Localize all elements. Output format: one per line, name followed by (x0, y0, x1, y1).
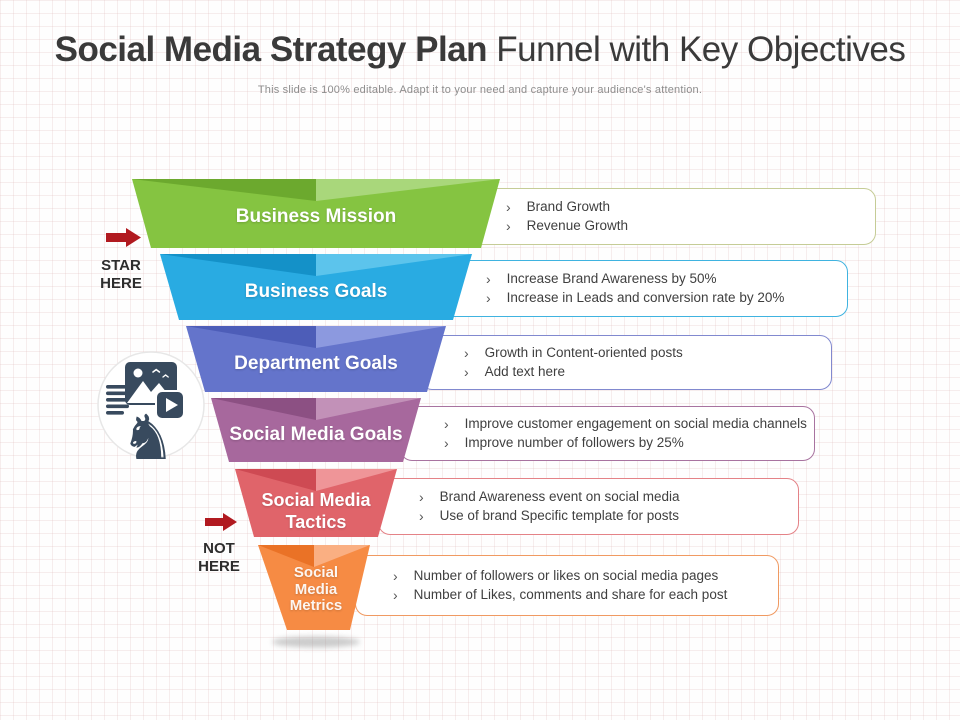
objective-box-business-goals: › Increase Brand Awareness by 50% › Increa… (440, 260, 848, 317)
not-here-line1: NOT (203, 540, 235, 557)
segment-fold-dark (258, 545, 314, 567)
segment-fold-light (314, 545, 370, 567)
objective-item: Growth in Content-oriented posts (484, 345, 683, 360)
objective-item: Increase in Leads and conversion rate by… (506, 290, 785, 305)
funnel-segment-social-media-tactics (235, 469, 397, 537)
segment-body (132, 179, 500, 248)
page-title: Social Media Strategy Plan Funnel with K… (0, 30, 960, 70)
funnel-segment-department-goals (186, 326, 446, 392)
chevron-bullet-icon: › (419, 508, 424, 524)
funnel-segment-social-media-goals (211, 398, 421, 462)
segment-fold-light (316, 254, 472, 276)
objective-item: Number of Likes, comments and share for … (413, 587, 728, 602)
objective-box-business-mission: › Brand Growth › Revenue Growth (460, 188, 876, 245)
objective-item: Increase Brand Awareness by 50% (506, 271, 717, 286)
objective-row: › Brand Growth (506, 199, 875, 215)
segment-fold-dark (160, 254, 316, 276)
segment-label-social-media-tactics: Social Media Tactics (261, 490, 371, 532)
chevron-bullet-icon: › (506, 218, 511, 234)
segment-fold-dark (211, 398, 316, 420)
objective-row: › Number of Likes, comments and share for… (393, 587, 778, 603)
chevron-bullet-icon: › (464, 345, 469, 361)
objective-row: › Number of followers or likes on social … (393, 568, 778, 584)
objective-row: › Revenue Growth (506, 218, 875, 234)
segment-fold-light (316, 398, 421, 420)
segment-fold-dark (132, 179, 316, 201)
chevron-bullet-icon: › (444, 416, 449, 432)
funnel-segment-business-goals (160, 254, 472, 320)
objective-row: › Increase Brand Awareness by 50% (486, 271, 847, 287)
start-here-label: STAR HERE (100, 257, 142, 293)
objective-box-social-media-tactics: › Brand Awareness event on social media ›… (378, 478, 799, 535)
segment-label-social-media-goals: Social Media Goals (229, 424, 403, 445)
funnel-segment-business-mission (132, 179, 500, 248)
objective-row: › Growth in Content-oriented posts (464, 345, 831, 361)
funnel-segment-social-media-metrics (258, 545, 370, 630)
objective-box-department-goals: › Growth in Content-oriented posts › Add t… (420, 335, 832, 390)
objective-row: › Improve number of followers by 25% (444, 435, 814, 451)
objective-row: › Add text here (464, 364, 831, 380)
segment-body (186, 326, 446, 392)
start-here-line1: STAR (101, 257, 141, 274)
title-regular-text: Funnel with Key Objectives (487, 30, 906, 69)
segment-fold-light (316, 326, 446, 348)
segment-fold-dark (186, 326, 316, 348)
knight-icon: ♞ (120, 401, 176, 474)
objective-row: › Use of brand Specific template for post… (419, 508, 798, 524)
segment-label-department-goals: Department Goals (234, 353, 398, 374)
objective-item: Improve number of followers by 25% (464, 435, 684, 450)
chevron-bullet-icon: › (393, 568, 398, 584)
slide-subtitle: This slide is 100% editable. Adapt it to… (257, 84, 703, 96)
segment-fold-light (316, 469, 397, 491)
objective-item: Number of followers or likes on social m… (413, 568, 719, 583)
chevron-bullet-icon: › (464, 364, 469, 380)
objective-item: Revenue Growth (526, 218, 628, 233)
objective-box-social-media-goals: › Improve customer engagement on social m… (400, 406, 815, 461)
chevron-bullet-icon: › (444, 435, 449, 451)
start-here-arrow-icon (106, 228, 141, 247)
chevron-bullet-icon: › (393, 587, 398, 603)
objective-item: Brand Awareness event on social media (439, 489, 680, 504)
objective-row: › Increase in Leads and conversion rate b… (486, 290, 847, 306)
play-icon (155, 390, 185, 420)
objective-item: Improve customer engagement on social me… (464, 416, 807, 431)
not-here-arrow-icon (205, 513, 237, 531)
chevron-bullet-icon: › (486, 271, 491, 287)
segment-body (235, 469, 397, 537)
chevron-bullet-icon: › (506, 199, 511, 215)
list-icon (106, 385, 129, 415)
objective-item: Use of brand Specific template for posts (439, 508, 680, 523)
segment-body (211, 398, 421, 462)
segment-body (258, 545, 370, 630)
segment-fold-light (316, 179, 500, 201)
segment-label-social-media-metrics: Social Media Metrics (289, 564, 343, 614)
segment-label-business-mission: Business Mission (235, 206, 397, 227)
segment-fold-dark (235, 469, 316, 491)
objective-item: Add text here (484, 364, 565, 379)
start-here-line2: HERE (100, 275, 142, 292)
objective-item: Brand Growth (526, 199, 610, 214)
objective-box-social-media-metrics: › Number of followers or likes on social … (355, 555, 779, 616)
chevron-bullet-icon: › (486, 290, 491, 306)
not-here-line2: HERE (198, 558, 240, 575)
social-media-strategy-knight-icon: ♞ (97, 351, 205, 474)
not-here-label: NOT HERE (198, 540, 240, 576)
segment-body (160, 254, 472, 320)
funnel-shadow (272, 636, 360, 648)
segment-label-business-goals: Business Goals (244, 281, 388, 302)
title-bold-text: Social Media Strategy Plan (54, 30, 488, 69)
chevron-bullet-icon: › (419, 489, 424, 505)
objective-row: › Improve customer engagement on social m… (444, 416, 814, 432)
objective-row: › Brand Awareness event on social media (419, 489, 798, 505)
